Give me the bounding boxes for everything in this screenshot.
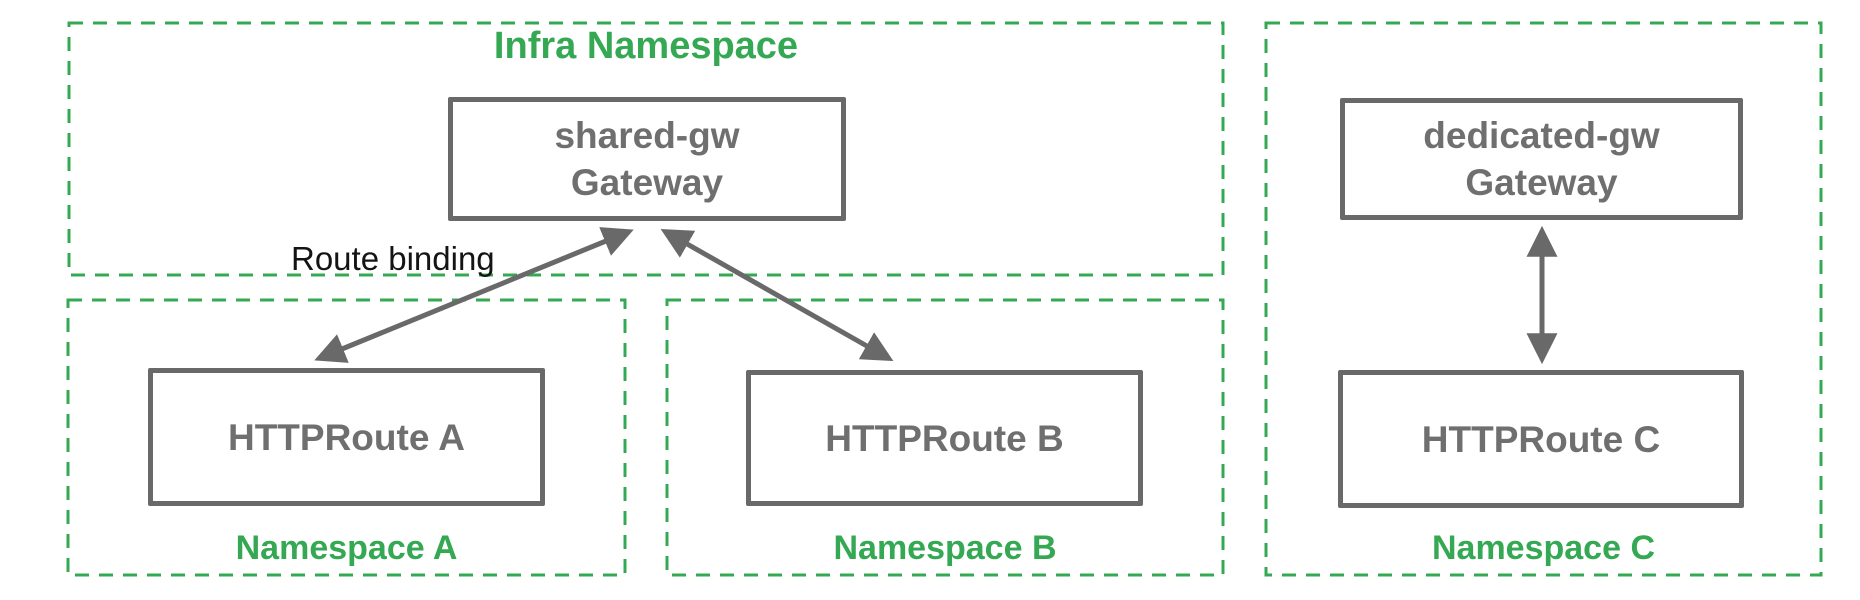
infra-namespace-border — [67, 21, 1225, 277]
route-binding-arrow-a — [314, 227, 634, 363]
shared-gw-gateway-kind: Gateway — [570, 162, 724, 203]
namespace-b-label: Namespace B — [833, 529, 1057, 567]
shared-gw-gateway-name: shared-gw — [554, 115, 740, 156]
namespace-a-label: Namespace A — [235, 529, 458, 567]
httproute-a-node: HTTPRoute A — [148, 368, 545, 506]
namespace-b-border — [665, 298, 1225, 577]
dedicated-gw-gateway-name: dedicated-gw — [1423, 115, 1660, 156]
route-binding-arrow-b — [660, 228, 894, 362]
namespace-c-label: Namespace C — [1431, 529, 1655, 567]
dedicated-gw-gateway-kind: Gateway — [1465, 162, 1618, 203]
httproute-b-node: HTTPRoute B — [746, 370, 1143, 506]
infra-namespace-label: Infra Namespace — [493, 25, 799, 67]
namespace-c-border — [1264, 21, 1823, 577]
httproute-c-label: HTTPRoute C — [1421, 418, 1661, 460]
httproute-b-label: HTTPRoute B — [825, 417, 1064, 459]
namespace-a-border — [66, 298, 627, 577]
shared-gw-gateway-node: shared-gw Gateway — [448, 97, 846, 221]
route-binding-annotation: Route binding — [291, 240, 495, 277]
httproute-c-node: HTTPRoute C — [1338, 370, 1744, 508]
dedicated-gw-gateway-node: dedicated-gw Gateway — [1340, 98, 1743, 220]
httproute-a-label: HTTPRoute A — [227, 416, 466, 458]
